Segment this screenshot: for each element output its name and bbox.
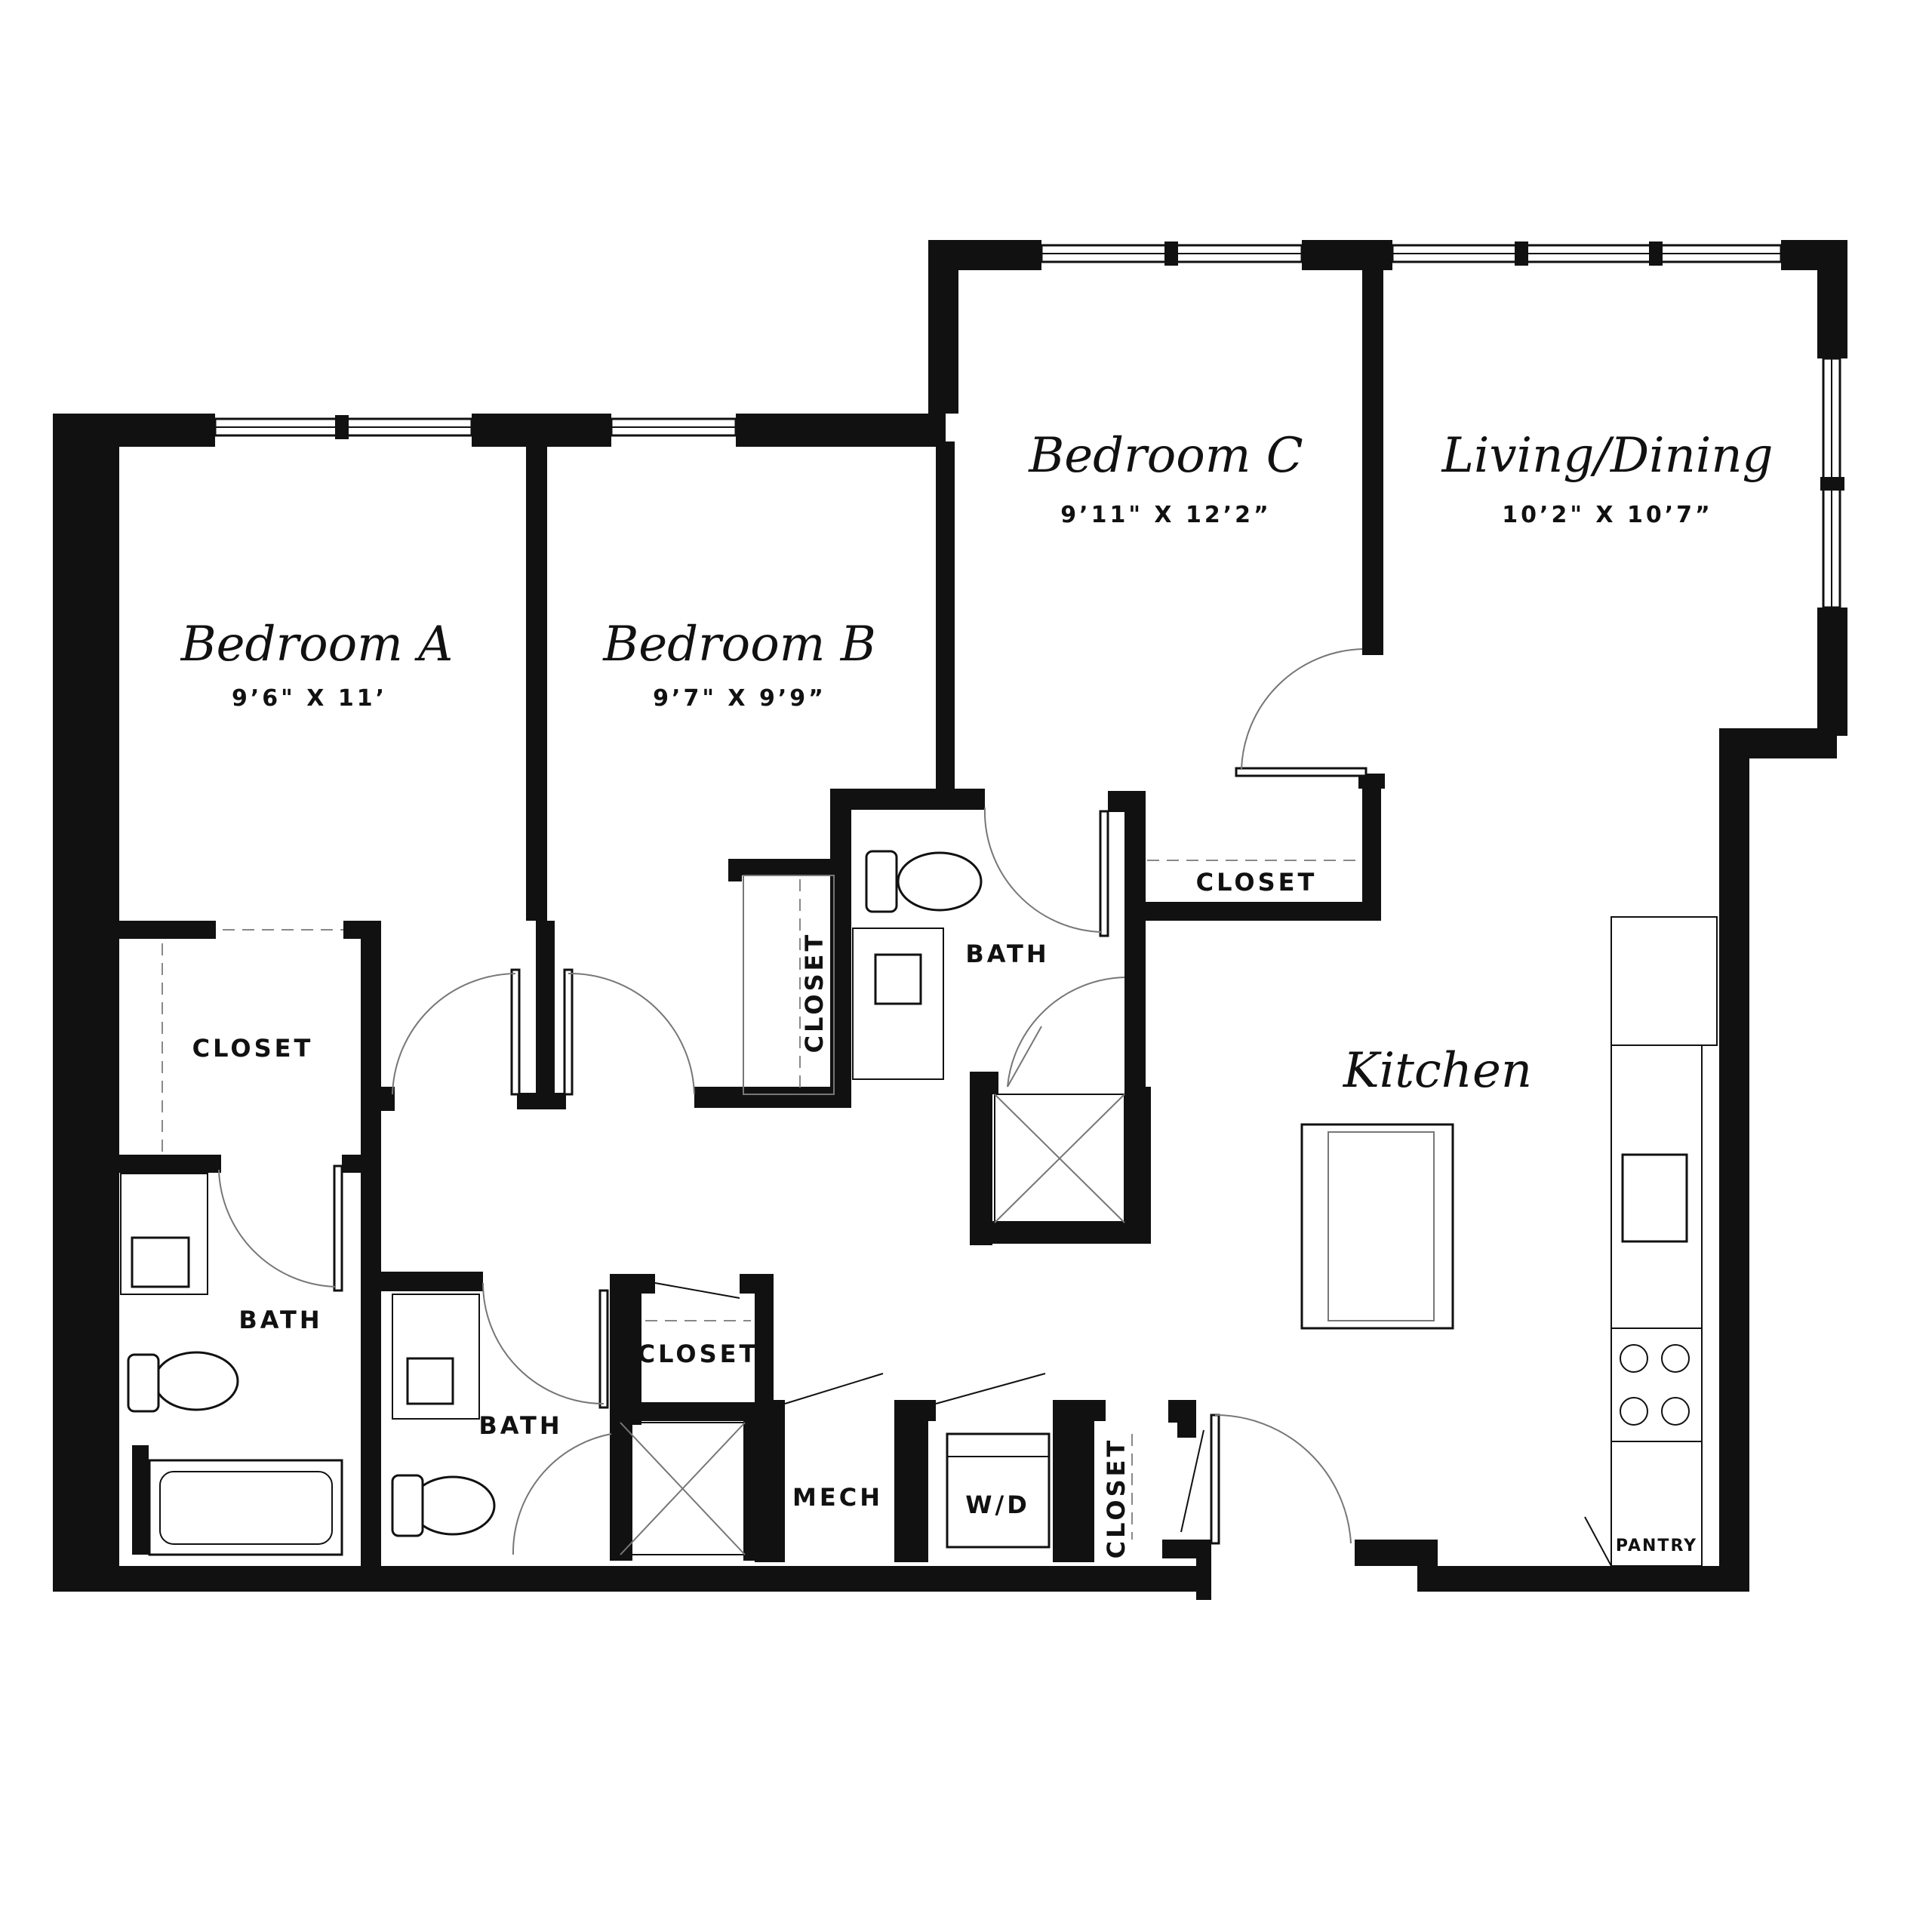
bedroom-c-dims: 9’11" X 12’2” [1060,502,1271,528]
bedroom-a-dims: 9’6" X 11’ [232,685,387,712]
bath-c: BATH [852,850,1125,1223]
doors [218,648,1367,1555]
door-bedroom-c [1235,648,1367,777]
closet-label: CLOSET [1196,868,1318,897]
window-bedroom-c [1040,242,1303,266]
toilet-tank [865,850,898,913]
shower [620,1422,746,1555]
bath-label: BATH [965,940,1049,968]
bath-label: BATH [238,1306,322,1334]
closet-entry: CLOSET [1102,1434,1133,1559]
washer-dryer: W/D [946,1432,1051,1549]
shower [994,1094,1125,1223]
kitchen: PANTRY [1300,916,1718,1567]
closet-label: CLOSET [192,1034,314,1063]
closet-living: CLOSET [1147,860,1362,897]
bedroom-b-name: Bedroom B [602,617,876,672]
toilet-tank [127,1353,160,1413]
toilet-tank [391,1474,424,1537]
window-bedroom-b [610,417,737,437]
range [1611,1327,1703,1442]
mech-label: MECH [792,1483,883,1512]
closet-hall: CLOSET [638,1320,759,1368]
door-closet-lower [1180,1429,1204,1533]
toilet-bowl [897,851,983,912]
vanity-sink [874,953,922,1005]
kitchen-island [1300,1123,1454,1330]
window-living [1391,242,1783,266]
windows [214,242,1844,609]
living-dining-dims: 10’2" X 10’7” [1502,502,1712,528]
bedroom-b-dims: 9’7" X 9’9” [653,685,826,712]
door-wd [935,1373,1046,1404]
room-labels: Bedroom A 9’6" X 11’ Bedroom B 9’7" X 9’… [180,428,1774,1099]
closet-label: CLOSET [800,932,829,1054]
window-living-side [1820,357,1844,609]
door-bath-b [482,1282,609,1409]
door-entry [1210,1414,1352,1545]
door-bedroom-a [392,968,521,1096]
closet-bedroom-a: CLOSET [162,929,343,1155]
bath-a: BATH [120,1173,343,1556]
living-dining-name: Living/Dining [1441,428,1774,484]
mech-room: MECH [792,1483,883,1512]
closet-label: CLOSET [638,1340,759,1368]
bedroom-a-name: Bedroom A [180,617,454,672]
bath-label: BATH [478,1411,562,1440]
kitchen-name: Kitchen [1343,1043,1532,1099]
vanity-sink [406,1357,454,1405]
door-bath-a [218,1164,343,1292]
toilet-bowl [153,1351,239,1411]
door-closet-b-lower [654,1282,740,1299]
door-bedroom-b [563,968,695,1096]
pantry-label: PANTRY [1616,1537,1697,1555]
bathtub [148,1459,343,1556]
kitchen-sink [1621,1153,1688,1243]
window-bedroom-a [214,415,473,439]
vanity-sink [131,1236,190,1288]
exterior-walls [53,240,1847,1600]
refrigerator [1611,916,1718,1046]
closet-label: CLOSET [1102,1438,1131,1559]
interior-walls [119,263,1385,1566]
counter [1611,1044,1703,1567]
door-shower-c [1007,977,1125,1088]
door-bath-c [983,807,1109,937]
wd-label: W/D [965,1491,1030,1519]
closet-bedroom-b: CLOSET [743,875,835,1095]
door-mech [784,1373,884,1404]
bedroom-c-name: Bedroom C [1028,428,1303,484]
bath-b: BATH [391,1294,746,1555]
door-shower-b [512,1433,612,1555]
